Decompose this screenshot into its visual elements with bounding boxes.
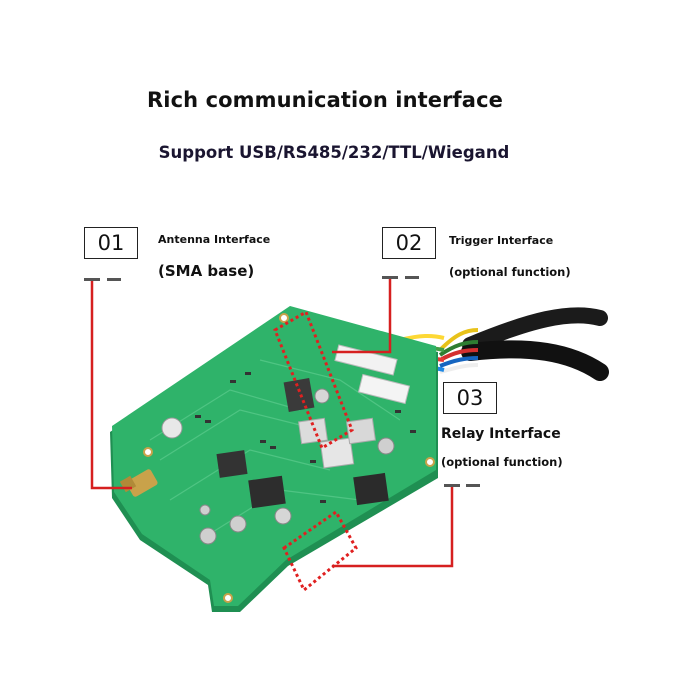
page-title: Rich communication interface — [147, 88, 503, 112]
pcb-board — [110, 306, 438, 612]
callout-02-label: Trigger Interface — [449, 234, 554, 247]
callout-01-dash — [84, 278, 100, 281]
callout-03-label: Relay Interface — [441, 426, 561, 442]
callout-01-label: Antenna Interface — [158, 233, 271, 246]
callout-02-detail: (optional function) — [449, 265, 571, 279]
page-subtitle: Support USB/RS485/232/TTL/Wiegand — [158, 143, 510, 162]
callout-03-detail: (optional function) — [441, 455, 563, 469]
callout-01-dash — [107, 278, 121, 281]
callout-02-number: 02 — [382, 227, 436, 259]
leader-lines — [90, 278, 454, 568]
callout-02-dash — [405, 276, 419, 279]
callout-01-detail: (SMA base) — [158, 262, 255, 280]
callout-03-number: 03 — [443, 382, 497, 414]
callout-03-dash — [466, 484, 480, 487]
callout-02-dash — [382, 276, 398, 279]
relay-interface-highlight — [282, 509, 358, 593]
trigger-interface-highlight — [273, 309, 354, 451]
callout-03-dash — [444, 484, 460, 487]
callout-01-number: 01 — [84, 227, 138, 259]
